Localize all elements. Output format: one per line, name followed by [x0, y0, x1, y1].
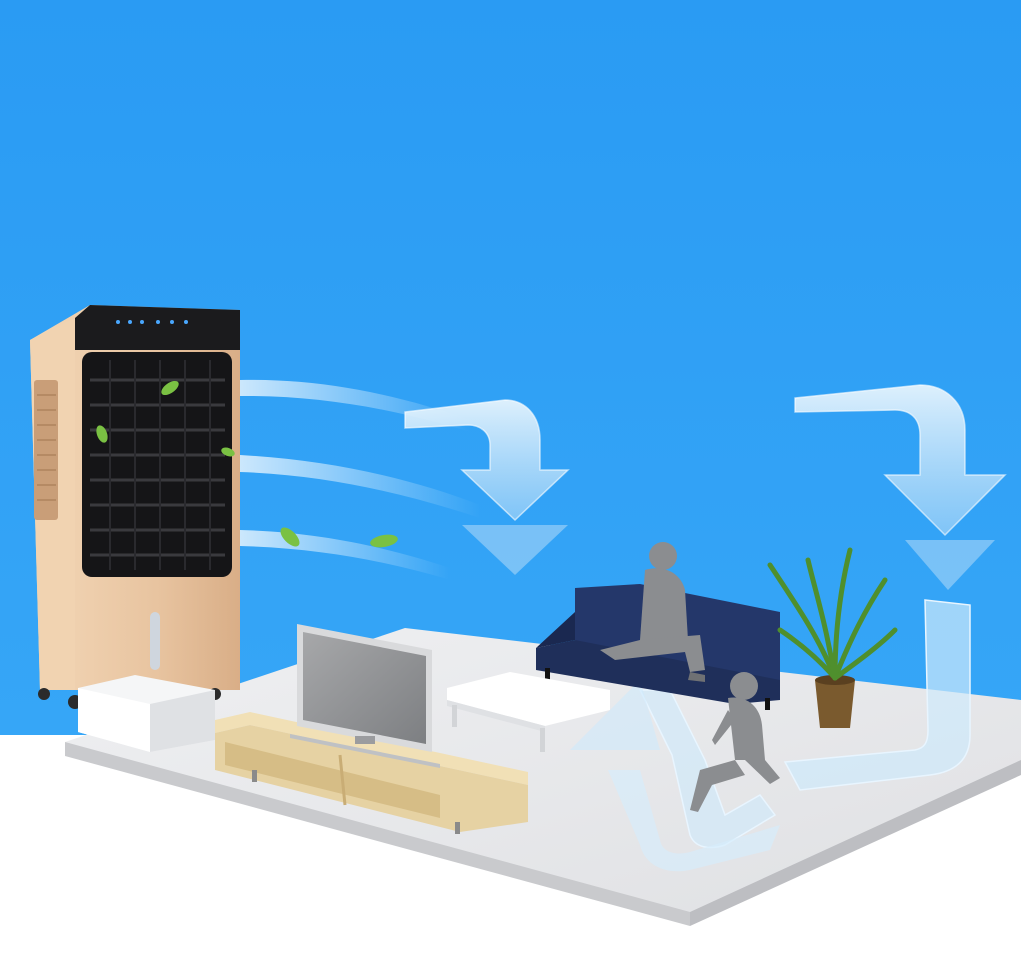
- television: [290, 624, 440, 768]
- tv-stand: [215, 712, 528, 834]
- air-cooler: [30, 305, 240, 709]
- white-side-table: [78, 675, 215, 752]
- seated-figure: [600, 542, 705, 682]
- floating-leaves: [96, 380, 398, 548]
- reclining-figure: [690, 672, 780, 812]
- potted-plant: [767, 547, 898, 728]
- coffee-table: [447, 672, 610, 752]
